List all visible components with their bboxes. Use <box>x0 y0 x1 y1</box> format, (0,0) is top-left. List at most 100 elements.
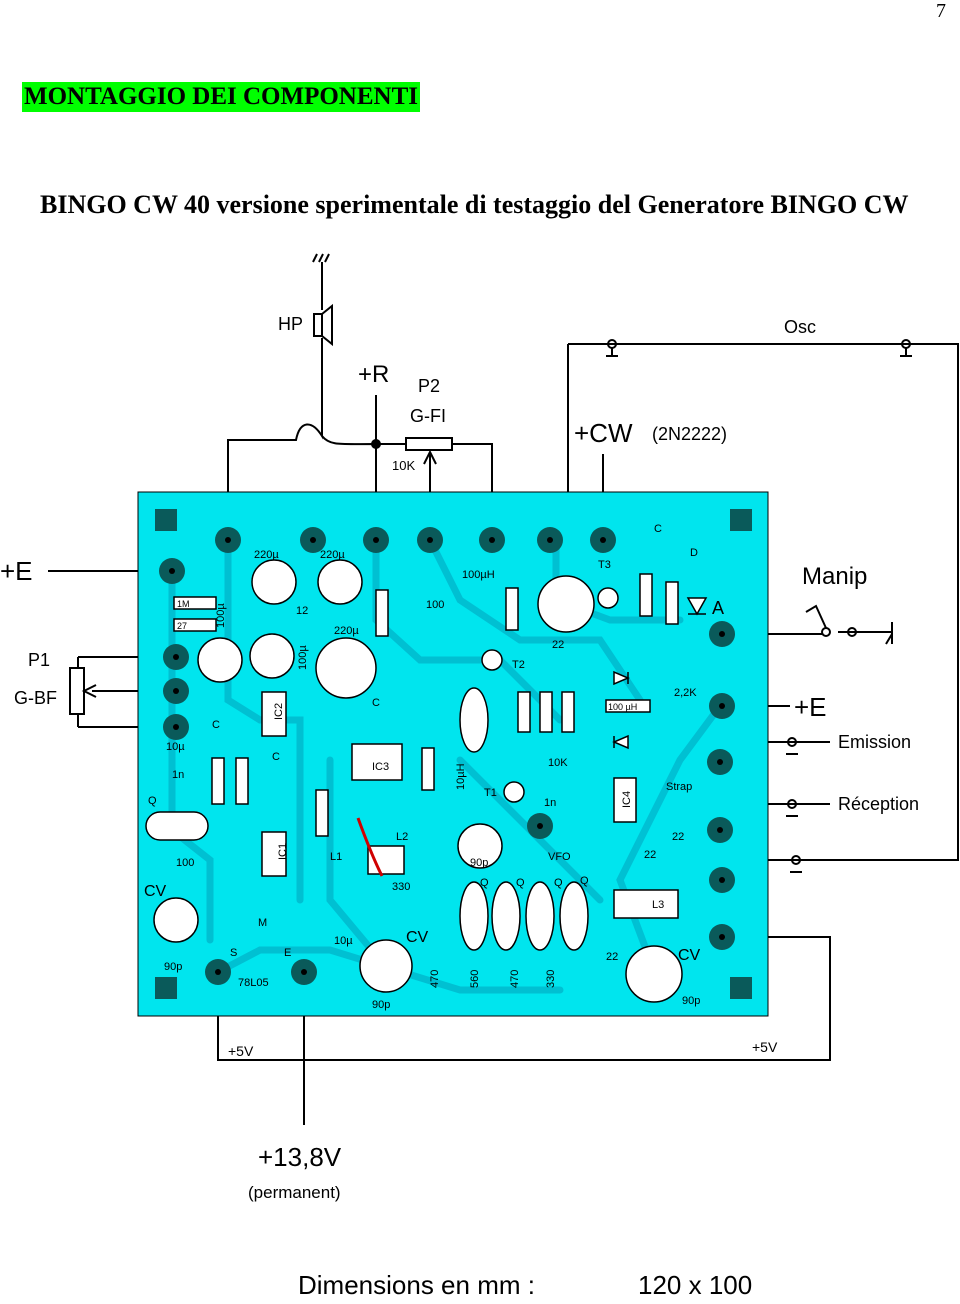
board-label: 330 <box>545 970 557 988</box>
board-label: 100µ <box>297 645 309 670</box>
e-plus-left-label: +E <box>0 556 33 586</box>
board-label: IC4 <box>621 791 633 808</box>
resistor-100 <box>375 589 389 637</box>
capacitor-100u-a <box>197 637 243 683</box>
resistor-1m <box>173 596 217 610</box>
board-label: 10µ <box>166 741 185 753</box>
trimmer-90p-a <box>457 823 503 869</box>
board-label: 22 <box>644 849 656 861</box>
10k-label: 10K <box>392 458 415 473</box>
trimmer-t3 <box>537 575 595 633</box>
board-label: CV <box>144 883 167 900</box>
board-label: Strap <box>666 781 692 793</box>
osc-label: Osc <box>784 317 816 337</box>
board-label: 100 <box>426 599 444 611</box>
gbf-label: G-BF <box>14 688 57 708</box>
board-label: 330 <box>392 881 410 893</box>
board-label: 90p <box>372 999 390 1011</box>
board-label: 90p <box>470 857 488 869</box>
board-label: IC1 <box>277 843 289 860</box>
resistor-100uh <box>605 699 651 713</box>
p2-label: P2 <box>418 376 440 396</box>
subtitle: BINGO CW 40 versione sperimentale di tes… <box>40 190 909 219</box>
board-label: C <box>654 523 662 535</box>
cw-plus-label: +CW <box>574 418 633 448</box>
section-title: MONTAGGIO DEI COMPONENTI <box>22 82 420 112</box>
5v-right-label: +5V <box>752 1039 778 1055</box>
board-label: CV <box>678 947 701 964</box>
capacitor-220u-b <box>317 559 363 605</box>
resistor-1k-b <box>235 757 249 805</box>
capacitor-100u-b <box>249 633 295 679</box>
resistor-1k-a <box>211 757 225 805</box>
board-label: T3 <box>598 559 611 571</box>
supply-label: +13,8V <box>258 1142 342 1172</box>
trimmer-90p-c <box>359 939 413 993</box>
board-label: 10µ <box>334 935 353 947</box>
transistor-t1 <box>503 781 525 803</box>
board-label: 22 <box>606 951 618 963</box>
resistor-27 <box>173 618 217 632</box>
board-label: 10µH <box>455 763 467 790</box>
resistor-330 <box>421 747 435 791</box>
board-label: E <box>284 947 291 959</box>
crystal-q-4 <box>559 881 589 951</box>
board-label: L1 <box>330 851 342 863</box>
board-label: 10K <box>548 757 568 769</box>
board-label: 12 <box>296 605 308 617</box>
5v-left-label: +5V <box>228 1043 254 1059</box>
page-number: 7 <box>936 0 946 22</box>
ic3 <box>351 743 403 781</box>
ic2 <box>261 691 287 737</box>
reception-label: Réception <box>838 794 919 814</box>
crystal-q-6 <box>145 811 209 841</box>
resistor-10 <box>315 789 329 837</box>
board-label: 560 <box>469 970 481 988</box>
board-label: M <box>258 917 267 929</box>
board-label: Q <box>148 795 157 807</box>
board-label: 2,2K <box>674 687 697 699</box>
connector-icons <box>606 339 912 873</box>
resistor-22 <box>517 691 531 733</box>
a-label: A <box>712 598 724 618</box>
capacitor-220u-a <box>251 559 297 605</box>
trimmer-90p-b <box>153 897 199 943</box>
board-label: C <box>372 697 380 709</box>
transistor-t2 <box>481 649 503 671</box>
board-label: 470 <box>509 970 521 988</box>
resistor-10k <box>639 573 653 617</box>
board-label: 220µ <box>320 549 345 561</box>
crystal-q-2 <box>491 881 521 951</box>
board-label: 100µ <box>215 603 227 628</box>
resistor-39k <box>665 581 679 625</box>
board-label: VFO <box>548 851 571 863</box>
board-label: CV <box>406 929 429 946</box>
junction-dot <box>371 439 381 449</box>
trimmer-90p-d <box>625 945 683 1003</box>
board-label: 22 <box>672 831 684 843</box>
board-label: C <box>272 751 280 763</box>
board-label: 220µ <box>334 625 359 637</box>
crystal-q-5 <box>459 687 489 753</box>
emission-label: Emission <box>838 732 911 752</box>
crystal-q-1 <box>459 881 489 951</box>
resistor-39k-b <box>561 691 575 733</box>
board-label: 78L05 <box>238 977 269 989</box>
dimensions-value: 120 x 100 <box>638 1270 753 1300</box>
e-plus-right-label: +E <box>794 692 827 722</box>
board-label: 90p <box>164 961 182 973</box>
wire-jumper-red <box>356 817 384 877</box>
ic4 <box>613 777 637 823</box>
board-label: D <box>690 547 698 559</box>
board-label: Q <box>580 875 589 887</box>
board-label: 1n <box>172 769 184 781</box>
board-label: 100 <box>176 857 194 869</box>
transistor-t3 <box>597 587 619 609</box>
board-label: S <box>230 947 237 959</box>
board-label: Q <box>516 877 525 889</box>
board-label: 470 <box>429 970 441 988</box>
board-label: 1M <box>177 599 190 609</box>
board-label: IC3 <box>372 761 389 773</box>
board-label: Q <box>554 877 563 889</box>
manip-label: Manip <box>802 563 867 590</box>
